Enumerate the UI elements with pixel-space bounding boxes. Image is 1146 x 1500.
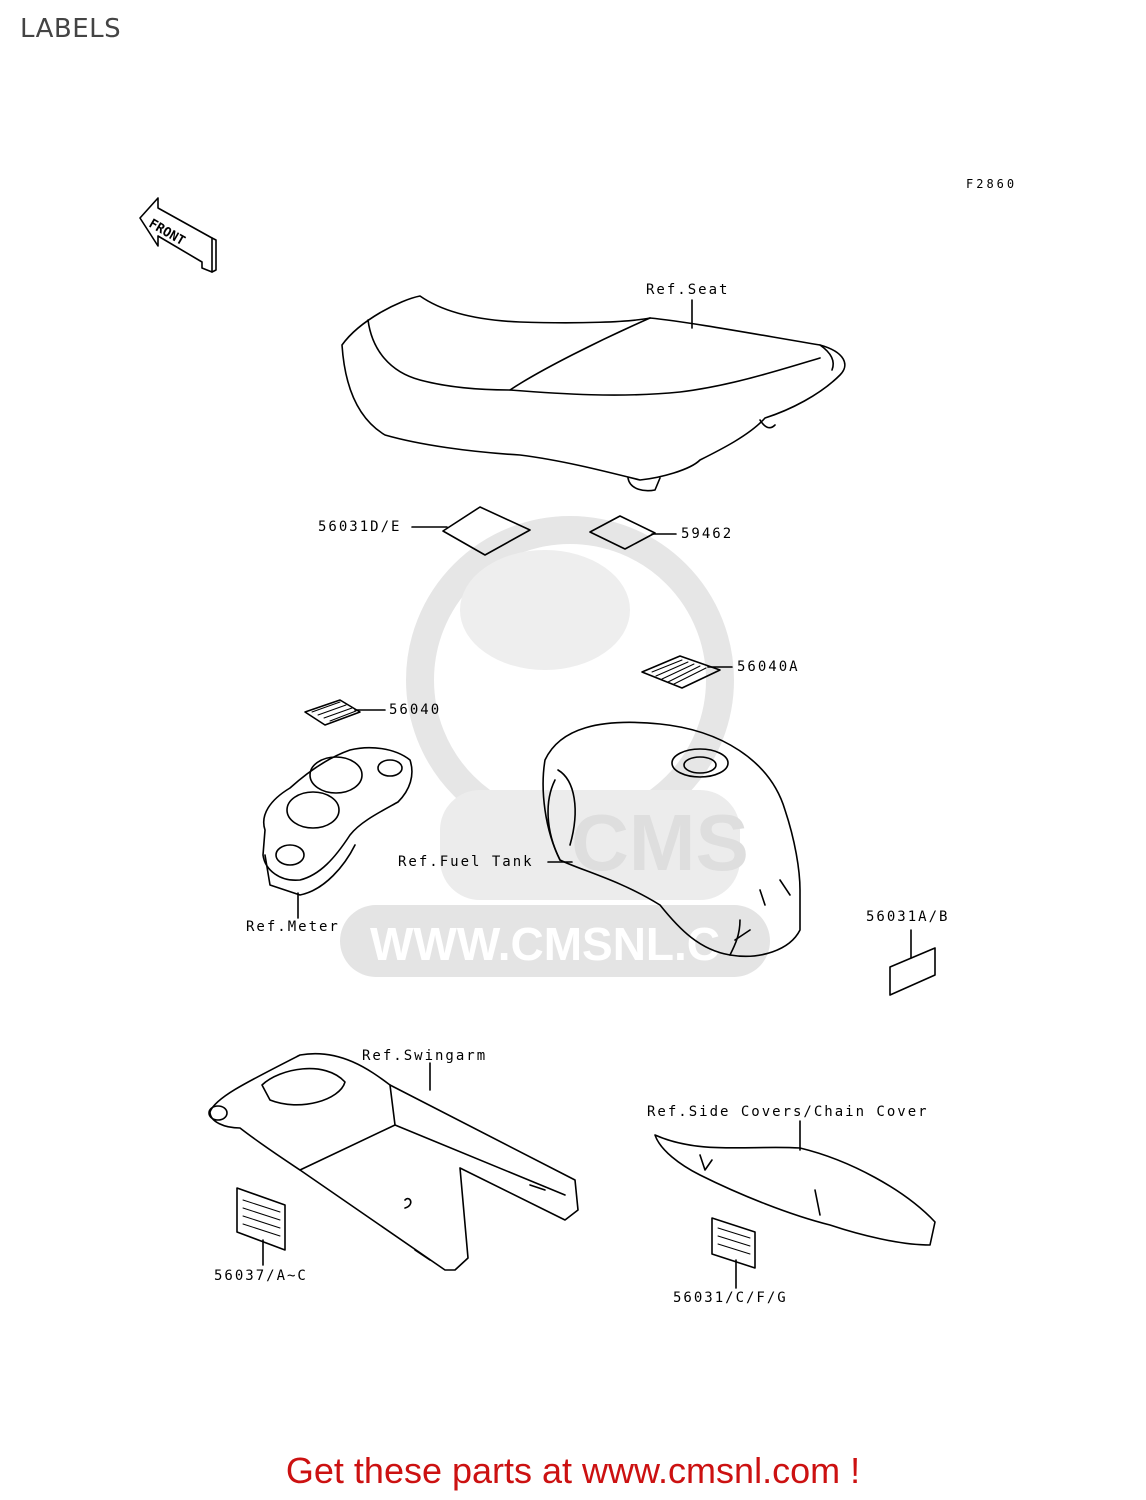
chain-cover-drawing: [654, 1134, 936, 1246]
callout-ref-fuel-tank: Ref.Fuel Tank: [398, 854, 534, 870]
callout-ref-meter: Ref.Meter: [246, 919, 340, 935]
label-56040A-shape: [641, 655, 721, 689]
callout-ref-seat: Ref.Seat: [646, 282, 730, 298]
label-56037-shape: [236, 1187, 286, 1251]
label-56040-shape: [304, 699, 361, 726]
seat-drawing: [341, 295, 846, 492]
footer-link[interactable]: Get these parts at www.cmsnl.com !: [285, 1450, 861, 1491]
watermark-logo-text: CMS: [571, 798, 749, 887]
page-title: LABELS: [20, 14, 122, 44]
callout-56040: 56040: [389, 702, 442, 718]
figure-code: F2860: [966, 177, 1018, 191]
callout-56037: 56037/A~C: [214, 1268, 308, 1284]
front-arrow-icon: FRONT: [139, 197, 217, 273]
fuel-tank-drawing: [542, 721, 801, 958]
watermark-url-text: WWW.CMSNL.C: [370, 918, 720, 970]
label-56031CFG-shape: [711, 1217, 756, 1269]
label-56031AB-shape: [889, 947, 936, 996]
callout-ref-side-covers: Ref.Side Covers/Chain Cover: [647, 1104, 929, 1120]
callout-56031AB: 56031A/B: [866, 909, 950, 925]
label-56031DE-shape: [442, 506, 531, 556]
callout-59462: 59462: [681, 526, 734, 542]
callout-ref-swingarm: Ref.Swingarm: [362, 1048, 488, 1064]
label-59462-shape: [589, 515, 656, 550]
callout-56031CFG: 56031/C/F/G: [673, 1290, 788, 1306]
meter-drawing: [262, 746, 413, 896]
swingarm-drawing: [208, 1052, 579, 1271]
callout-56040A: 56040A: [737, 659, 800, 675]
callout-56031DE: 56031D/E: [318, 519, 402, 535]
